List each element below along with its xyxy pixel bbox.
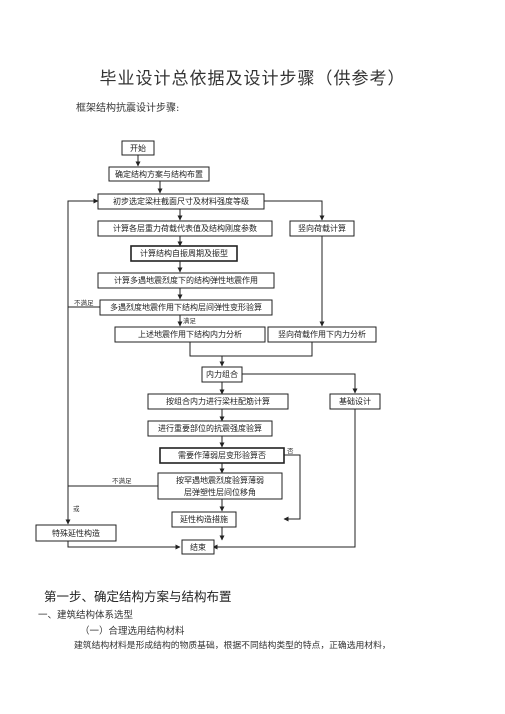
flow-period: 计算结构自振周期及振型 <box>140 248 228 258</box>
flow-combo: 内力组合 <box>206 369 238 379</box>
flow-prelim-box <box>97 193 265 210</box>
flow-foundation-box <box>329 393 381 410</box>
flow-scheme-box <box>108 166 210 182</box>
flow-start: 开始 <box>130 143 146 153</box>
flow-design-reinf-box <box>147 393 289 410</box>
flow-or: 或 <box>73 504 80 513</box>
subsection-heading-materials: （一）合理选用结构材料 <box>80 626 185 637</box>
flow-design-reinf: 按组合内力进行梁柱配筋计算 <box>166 396 270 406</box>
flow-drift-check: 多遇烈度地震作用下结构层间弹性变形验算 <box>110 302 262 312</box>
body-paragraph: 建筑结构材料是形成结构的物质基础，根据不同结构类型的特点，正确选用材料， <box>74 641 391 651</box>
flow-capacity-check: 进行重要部位的抗震强度验算 <box>158 423 262 433</box>
flow-foundation: 基础设计 <box>339 396 371 406</box>
flow-scheme: 确定结构方案与结构布置 <box>115 169 203 179</box>
flow-special-ductile: 特殊延性构造 <box>52 528 100 538</box>
flow-vert-internal: 竖向荷载作用下内力分析 <box>278 329 366 339</box>
section-heading-structure-type: 一、建筑结构体系选型 <box>38 610 134 621</box>
flow-not-satisfied-1: 不满足 <box>74 298 94 307</box>
flow-period-box <box>130 245 238 262</box>
flowchart: 开始 确定结构方案与结构布置 初步选定梁柱截面尺寸及材料强度等级 计算各层重力荷… <box>35 140 381 555</box>
flow-ductile: 延性构造措施 <box>180 514 228 524</box>
flow-eq-internal: 上述地震作用下结构内力分析 <box>138 329 242 339</box>
flow-loads-box <box>97 220 273 237</box>
flow-satisfied: 满足 <box>183 316 197 325</box>
flow-frequent-eq: 计算多遇地震烈度下的结构弹性地震作用 <box>114 275 258 285</box>
subtitle: 框架结构抗震设计步骤: <box>76 103 180 114</box>
page-title: 毕业设计总依据及设计步骤（供参考） <box>99 69 406 89</box>
flow-combo-box <box>201 366 243 383</box>
flow-end-box <box>181 539 215 555</box>
flow-end: 结束 <box>190 542 206 552</box>
flow-rare-eq-line1: 按罕遇地震烈度验算薄弱 <box>176 475 264 485</box>
flow-not-satisfied-2: 不满足 <box>112 476 132 485</box>
section-heading-step1: 第一步、确定结构方案与结构布置 <box>44 589 232 604</box>
flow-drift-check-box <box>99 299 273 316</box>
flow-frequent-eq-box <box>97 272 275 289</box>
flow-prelim: 初步选定梁柱截面尺寸及材料强度等级 <box>113 196 249 206</box>
flow-rare-eq-line2: 层弹塑性层间位移角 <box>184 487 256 497</box>
flow-loads: 计算各层重力荷载代表值及结构刚度参数 <box>113 223 257 233</box>
flow-eq-internal-box <box>114 326 266 343</box>
flow-capacity-check-box <box>147 420 273 437</box>
flow-weak-layer-box <box>159 447 285 464</box>
flow-special-ductile-box <box>35 524 117 542</box>
flow-start-box <box>121 140 155 156</box>
flow-ductile-box <box>171 511 237 528</box>
flow-no: 否 <box>287 447 294 455</box>
flow-rare-eq-box <box>157 472 283 500</box>
flow-vertical-load-box <box>289 220 355 237</box>
flow-weak-layer: 需要作薄弱层变形验算否 <box>178 450 266 460</box>
flow-vertical-load: 竖向荷载计算 <box>298 223 346 233</box>
flow-vert-internal-box <box>267 326 377 343</box>
